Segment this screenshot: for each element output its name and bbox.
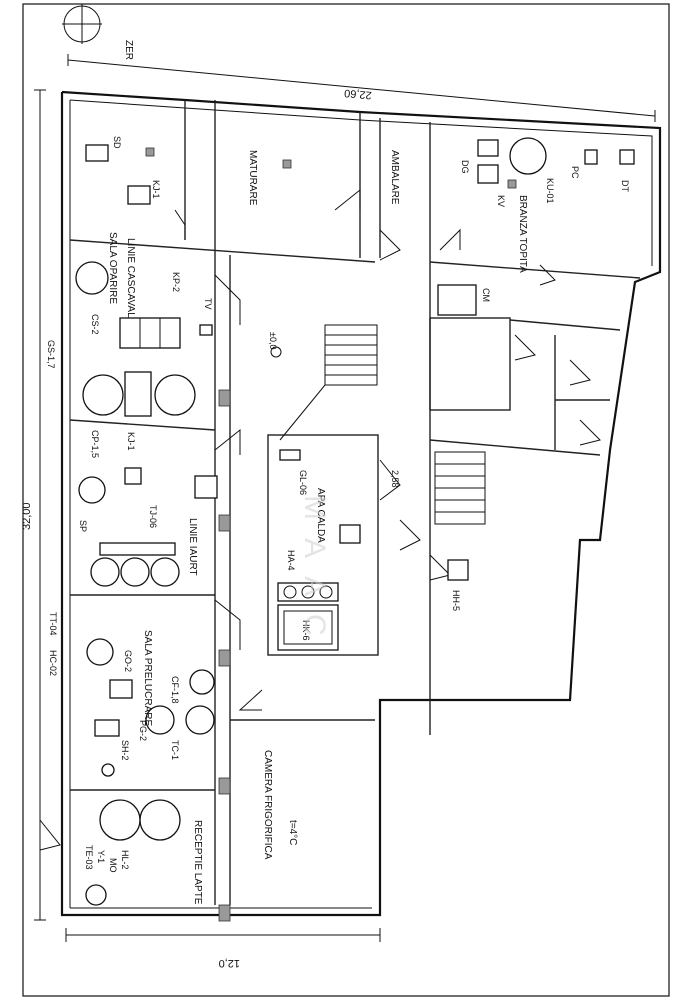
equip-label-ha4: HA-4 xyxy=(286,550,296,571)
equip-label-dt: DT xyxy=(620,180,630,192)
room-label-camera-temp: t=4°C xyxy=(287,820,298,845)
level-mark: ±0,0 xyxy=(268,332,278,349)
dimension-left: 32,00 xyxy=(21,502,33,530)
equip-label-ku01: KU-01 xyxy=(545,178,555,204)
equip-label-hk6: HK-6 xyxy=(301,620,311,641)
dimension-bottom: 12,0 xyxy=(219,957,240,969)
room-label-maturare: MATURARE xyxy=(247,150,258,206)
room-label-sala-prelucrare: SALA PRELUCRARE xyxy=(142,630,153,726)
north-arrow-icon xyxy=(62,4,102,44)
equip-label-mo: MO xyxy=(108,858,118,873)
equip-label-te03: TE-03 xyxy=(84,845,94,870)
equip-label-gl06: GL-06 xyxy=(298,470,308,495)
equip-label-sd: SD xyxy=(112,136,122,149)
staircase-upper xyxy=(279,324,378,441)
door-swings xyxy=(39,188,601,851)
equip-label-hh5: HH-5 xyxy=(451,590,461,611)
room-label-apa-calda: APA CALDA xyxy=(315,488,326,543)
equip-label-kv: KV xyxy=(496,195,506,207)
equip-label-cp15: CP-1,5 xyxy=(90,430,100,458)
equip-label-cs2: CS-2 xyxy=(90,314,100,335)
room-label-camera-frigorifica: CAMERA FRIGORIFICA xyxy=(262,750,273,860)
dimension-top: 22,60 xyxy=(344,87,372,101)
equip-label-pg2: PG-2 xyxy=(138,720,148,741)
dimension-lines xyxy=(34,54,656,942)
equip-label-hc02: HC-02 xyxy=(48,650,58,676)
room-label-linie-cascaval: LINIE CASCAVAL xyxy=(125,238,136,318)
columns xyxy=(145,147,517,922)
watermark-logo: MAAC xyxy=(298,495,331,654)
equip-label-tv: TV xyxy=(203,298,213,310)
stair-height-mark: 2,58 xyxy=(390,470,400,488)
equipment-symbols xyxy=(75,137,635,906)
equip-label-go2: GO-2 xyxy=(123,650,133,672)
equip-label-kj1-top: KJ-1 xyxy=(151,180,161,199)
equip-label-dg: DG xyxy=(460,160,470,174)
equip-label-pc: PC xyxy=(570,166,580,179)
staircase-lower xyxy=(434,451,486,525)
equip-label-kp2: KP-2 xyxy=(171,272,181,292)
outer-walls xyxy=(60,90,662,917)
equip-label-y1: Y-1 xyxy=(96,850,106,863)
room-label-linie-iaurt: LINIE IAURT xyxy=(187,518,198,576)
equip-label-cm: CM xyxy=(481,288,491,302)
equip-label-gs17: GS-1,7 xyxy=(46,340,56,369)
equip-label-sh2: SH-2 xyxy=(120,740,130,761)
equip-label-sp: SP xyxy=(78,520,88,532)
drawing-frame xyxy=(22,3,670,997)
room-label-branza-topita: BRANZA TOPITA xyxy=(517,195,528,273)
room-label-sala-oparire: SALA OPARIRE xyxy=(107,232,118,304)
equip-label-tj06: TJ-06 xyxy=(148,505,158,528)
room-label-ambalare: AMBALARE xyxy=(389,150,400,205)
equip-label-tc1: TC-1 xyxy=(170,740,180,760)
north-label: ZER xyxy=(123,40,134,60)
room-label-receptie-lapte: RECEPTIE LAPTE xyxy=(192,820,203,905)
interior-walls xyxy=(69,100,641,905)
equip-label-cf18: CF-1,8 xyxy=(170,676,180,704)
equip-label-tt04: TT-04 xyxy=(48,612,58,636)
equip-label-hl2: HL-2 xyxy=(120,850,130,870)
equip-label-kj1-mid: KJ-1 xyxy=(126,432,136,451)
